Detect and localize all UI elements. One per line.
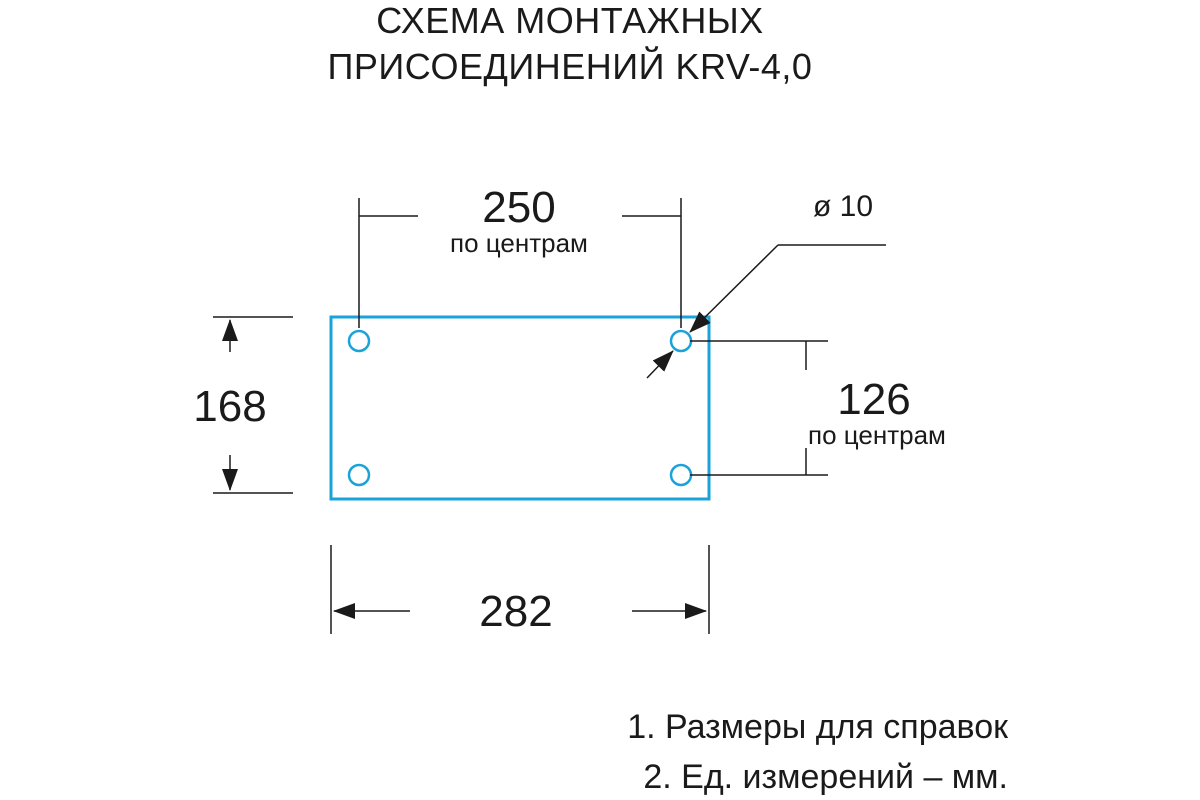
mounting-hole-bottom-left bbox=[347, 463, 371, 487]
note-units: 2. Ед. измерений – мм. bbox=[643, 758, 1008, 796]
dimension-bottom-value: 282 bbox=[479, 587, 552, 636]
mounting-hole-bottom-right bbox=[669, 463, 693, 487]
dimension-top-note: по центрам bbox=[450, 228, 588, 258]
mounting-hole-top-left bbox=[347, 329, 371, 353]
dimension-left-height bbox=[213, 316, 293, 494]
dimension-right-value: 126 bbox=[837, 375, 910, 424]
mounting-plate-outline bbox=[329, 315, 711, 501]
dimension-right-centers bbox=[690, 340, 828, 476]
title-line-1: СХЕМА МОНТАЖНЫХ bbox=[376, 0, 764, 41]
dimension-left-value: 168 bbox=[193, 382, 266, 431]
mounting-hole-top-right bbox=[669, 329, 693, 353]
note-reference-dimensions: 1. Размеры для справок bbox=[627, 708, 1008, 746]
dimension-top-centers bbox=[358, 198, 682, 328]
hole-diameter-label: ø 10 bbox=[813, 190, 873, 223]
dimension-right-note: по центрам bbox=[808, 420, 946, 450]
hole-diameter-leader bbox=[646, 244, 886, 379]
dimension-bottom-width bbox=[330, 545, 710, 634]
title-line-2: ПРИСОЕДИНЕНИЙ KRV-4,0 bbox=[327, 46, 813, 87]
dimension-top-value: 250 bbox=[482, 183, 555, 232]
